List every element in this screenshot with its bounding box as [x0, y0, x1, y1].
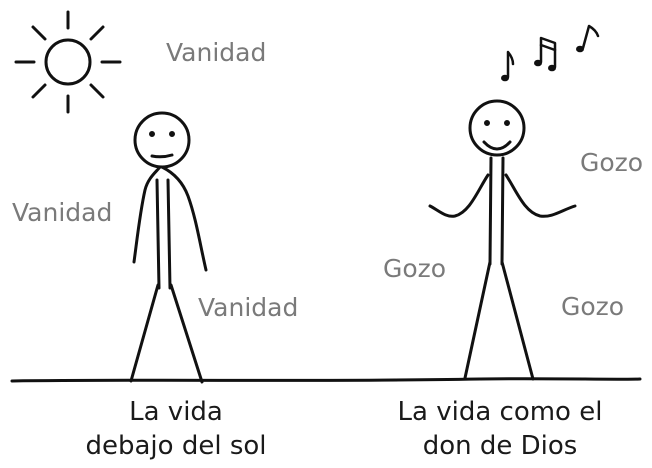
- left-caption-line-2: debajo del sol: [85, 431, 267, 461]
- left-word-top: Vanidad: [166, 38, 267, 67]
- music-notes-icon: [501, 24, 600, 82]
- left-stick-figure: [129, 111, 208, 384]
- right-caption: La vida como el don de Dios: [360, 395, 640, 463]
- right-figure-head: [468, 99, 526, 157]
- right-word-bottom: Gozo: [561, 292, 625, 321]
- sun-icon: [14, 10, 122, 114]
- right-caption-line-1: La vida como el: [397, 397, 603, 427]
- left-word-bottom: Vanidad: [198, 293, 299, 322]
- left-caption-line-1: La vida: [129, 397, 223, 427]
- left-word-middle: Vanidad: [12, 198, 113, 227]
- left-figure-head: [133, 111, 191, 169]
- right-word-top: Gozo: [580, 148, 644, 177]
- left-caption: La vida debajo del sol: [36, 395, 316, 463]
- right-caption-line-2: don de Dios: [422, 431, 578, 461]
- right-stick-figure: [428, 99, 577, 381]
- ground-line: [10, 377, 642, 383]
- right-word-middle: Gozo: [383, 254, 447, 283]
